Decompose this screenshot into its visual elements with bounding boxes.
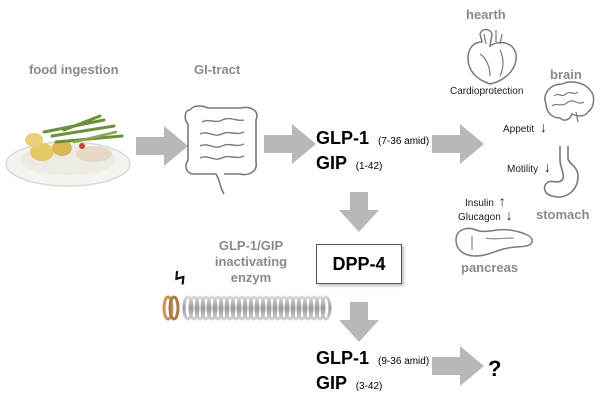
glp1-active-label: GLP-1 (7-36 amid) xyxy=(316,128,429,149)
dpp4-box: DPP-4 xyxy=(316,244,402,284)
insulin-label: Insulin ↑ xyxy=(465,193,506,209)
dpp4-label: DPP-4 xyxy=(332,253,386,274)
enzyme-line1: GLP-1/GIP xyxy=(218,238,284,253)
glucagon-arrow: ↓ xyxy=(505,207,513,223)
glp1-inactive-range: (9-36 amid) xyxy=(378,356,430,367)
food-plate-icon xyxy=(5,114,131,187)
lightning-icon: ϟ xyxy=(172,267,189,292)
appetit-arrow: ↓ xyxy=(539,119,547,135)
glp1-inactive-name: GLP-1 xyxy=(316,348,370,368)
enzyme-coil-icon xyxy=(162,295,332,321)
hearth-label: hearth xyxy=(466,7,506,22)
gi-tract-label: GI-tract xyxy=(194,62,241,77)
arrow-dpp4-to-inactive xyxy=(339,302,379,342)
appetit-label: Appetit ↓ xyxy=(503,119,547,135)
brain-label: brain xyxy=(550,67,582,82)
motility-label: Motility ↓ xyxy=(507,159,551,175)
arrow-food-to-gi xyxy=(136,126,188,166)
glp1-active-range: (7-36 amid) xyxy=(378,136,430,147)
brain-icon xyxy=(544,81,595,123)
arrow-inactive-to-question xyxy=(432,346,484,386)
glp1-active-name: GLP-1 xyxy=(316,128,370,148)
motility-arrow: ↓ xyxy=(543,159,551,175)
appetit-text: Appetit xyxy=(503,124,535,135)
enzyme-label: GLP-1/GIP inactivating enzym xyxy=(208,238,294,286)
motility-text: Motility xyxy=(507,164,539,175)
cardioprotection-label: Cardioprotection xyxy=(450,86,524,97)
arrow-hormones-to-dpp4 xyxy=(339,192,379,232)
heart-icon xyxy=(467,28,517,85)
gip-active-name: GIP xyxy=(316,153,347,173)
gip-inactive-label: GIP (3-42) xyxy=(316,373,382,394)
gip-inactive-name: GIP xyxy=(316,373,347,393)
glucagon-text: Glucagon xyxy=(458,212,501,223)
glp1-inactive-label: GLP-1 (9-36 amid) xyxy=(316,348,429,369)
gip-inactive-range: (3-42) xyxy=(355,381,383,392)
enzyme-line3: enzym xyxy=(230,270,272,285)
stomach-icon xyxy=(543,146,579,198)
enzyme-line2: inactivating xyxy=(214,254,288,269)
question-mark: ? xyxy=(488,356,502,381)
glucagon-label: Glucagon ↓ xyxy=(458,207,513,223)
gip-active-range: (1-42) xyxy=(355,161,383,172)
insulin-text: Insulin xyxy=(465,198,494,209)
intestine-icon xyxy=(184,105,258,195)
gip-active-label: GIP (1-42) xyxy=(316,153,382,174)
food-ingestion-label: food ingestion xyxy=(29,62,119,77)
arrow-hormones-to-organs xyxy=(432,124,484,164)
arrow-gi-to-hormones xyxy=(264,124,316,164)
insulin-arrow: ↑ xyxy=(498,193,506,209)
stomach-label: stomach xyxy=(536,207,590,222)
pancreas-icon xyxy=(455,227,533,257)
pancreas-label: pancreas xyxy=(461,260,519,275)
